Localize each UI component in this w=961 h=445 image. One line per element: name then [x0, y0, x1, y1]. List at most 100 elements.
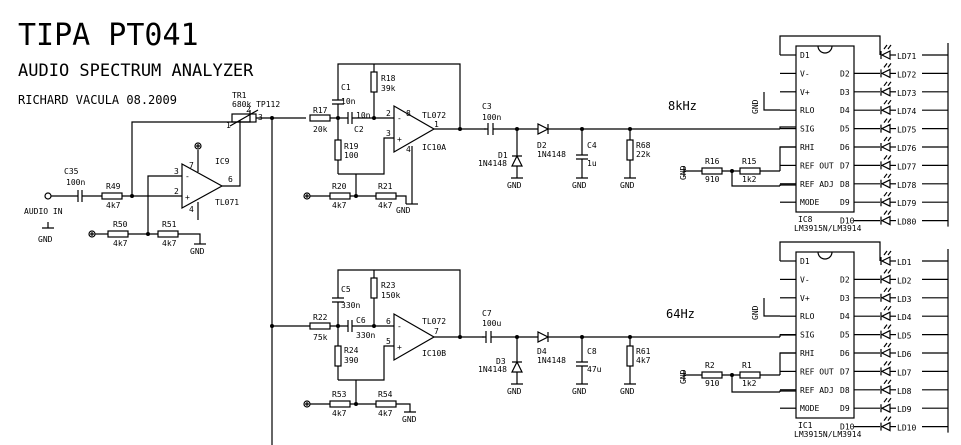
r50-ref: R50 [113, 220, 128, 229]
ic10a-minus: - [397, 114, 402, 123]
tr1-ref: TR1 [232, 91, 247, 100]
led-icon [880, 329, 891, 340]
d4-ref: D4 [537, 347, 547, 356]
r2-gnd-label: GND [679, 369, 688, 384]
ic10a-pin3: 3 [386, 129, 391, 138]
led-emission-icon [883, 361, 892, 366]
led-label: LD1 [897, 258, 912, 267]
c3-ref: C3 [482, 102, 492, 111]
lm3915-left-pin-64hz: D1 [800, 257, 810, 266]
c4-value: 1u [587, 159, 597, 168]
vminus-wire-64hz [763, 298, 780, 317]
led-icon [880, 123, 891, 134]
lm3915-left-pin-64hz: V- [800, 275, 810, 284]
r68-ref: R68 [636, 141, 651, 150]
r21-ref: R21 [378, 182, 393, 191]
ic10a-pin8: 8 [406, 109, 411, 118]
schematic-author: RICHARD VACULA 08.2009 [18, 93, 177, 107]
tr1-pin1: 1 [226, 121, 231, 130]
led-label: LD9 [897, 405, 912, 414]
r20-ref: R20 [332, 182, 347, 191]
lm3915-type-64hz: LM3915N/LM3914 [794, 430, 862, 439]
c35-ref: C35 [64, 167, 79, 176]
lm3915-left-pin-8khz: RHI [800, 143, 815, 152]
signal-link [779, 334, 796, 337]
led-emission-icon [883, 324, 892, 329]
r61-value: 4k7 [636, 356, 651, 365]
led-icon [880, 384, 891, 395]
input-gnd-label: GND [38, 235, 53, 244]
led-icon [880, 142, 891, 152]
led-icon [880, 348, 891, 358]
ic10a-pin1: 1 [434, 120, 439, 129]
r51-value: 4k7 [162, 239, 177, 248]
r61-ref: R61 [636, 347, 651, 356]
d2-ref: D2 [537, 141, 547, 150]
lm3915-right-pin-8khz: D3 [840, 88, 850, 97]
filter-8khz: R17 20k C1 10n C2 10n R18 39k R19 100 - … [303, 63, 488, 215]
lm3915-right-pin-8khz: D9 [840, 198, 850, 207]
ic10b-gnd-label: GND [402, 415, 417, 424]
lm3915-right-pin-64hz: D2 [840, 275, 850, 284]
lm3915-ref-64hz: IC1 [798, 421, 813, 430]
led-icon [880, 311, 891, 322]
r68-value: 22k [636, 150, 651, 159]
led-emission-icon [883, 44, 892, 50]
ic10b-pin7: 7 [434, 327, 439, 336]
led-label: LD77 [897, 162, 916, 171]
led-label: LD73 [897, 89, 916, 98]
ic10b-minus: - [397, 322, 402, 331]
d4-value: 1N4148 [537, 356, 566, 365]
r16-value: 910 [705, 175, 720, 184]
led-emission-icon [883, 269, 892, 274]
lm3915-right-pin-8khz: D4 [840, 106, 850, 115]
r18-ref: R18 [381, 74, 396, 83]
c8-gnd-label: GND [572, 387, 587, 396]
lm3915-notch-64hz [817, 251, 833, 260]
lm3915-right-pin-64hz: D5 [840, 331, 850, 340]
ic9-pin3: 3 [174, 167, 179, 176]
r24-ref: R24 [344, 346, 359, 355]
lm3915-left-pin-8khz: REF ADJ [800, 180, 834, 189]
led-icon [880, 160, 891, 171]
d1-gnd-label: GND [507, 181, 522, 190]
ic10a-ref: IC10A [422, 143, 446, 152]
r2-value: 910 [705, 379, 720, 388]
r19-ref: R19 [344, 142, 359, 151]
lm3915-left-pin-8khz: SIG [800, 125, 815, 134]
c1-value: 10n [341, 97, 356, 106]
r23-value: 150k [381, 291, 400, 300]
d1-wire-64hz [779, 241, 881, 261]
signal-link [779, 126, 796, 129]
led-icon [880, 366, 891, 377]
led-emission-icon [883, 342, 892, 348]
lm3915-left-pin-64hz: RHI [800, 349, 815, 358]
c4-ref: C4 [587, 141, 597, 150]
lm3915-right-pin-8khz: D7 [840, 161, 850, 170]
r53-value: 4k7 [332, 409, 347, 418]
r53-ref: R53 [332, 390, 347, 399]
c8-ref: C8 [587, 347, 597, 356]
r16-ref: R16 [705, 157, 720, 166]
led-emission-icon [883, 118, 892, 123]
led-label: LD80 [897, 218, 916, 227]
ic9-plus: + [185, 193, 190, 202]
led-label: LD10 [897, 424, 916, 433]
led-emission-icon [883, 305, 892, 311]
led-label: LD3 [897, 295, 912, 304]
signal-link [779, 390, 796, 392]
lm3915-left-pin-64hz: RLO [800, 312, 815, 321]
lm3915-left-pin-64hz: REF OUT [800, 367, 834, 376]
r17-ref: R17 [313, 106, 328, 115]
led-label: LD79 [897, 199, 916, 208]
led-label: LD6 [897, 350, 912, 359]
r23-ref: R23 [381, 281, 396, 290]
r54-value: 4k7 [378, 409, 393, 418]
r51-ref: R51 [162, 220, 177, 229]
filter-64hz: R22 75k C5 330n C6 330n R23 150k R24 390… [303, 269, 486, 424]
d1-wire-8khz [779, 35, 881, 55]
led-label: LD74 [897, 107, 916, 116]
led-emission-icon [883, 416, 892, 421]
led-icon [880, 105, 891, 116]
lm3915-left-pin-8khz: RLO [800, 106, 815, 115]
